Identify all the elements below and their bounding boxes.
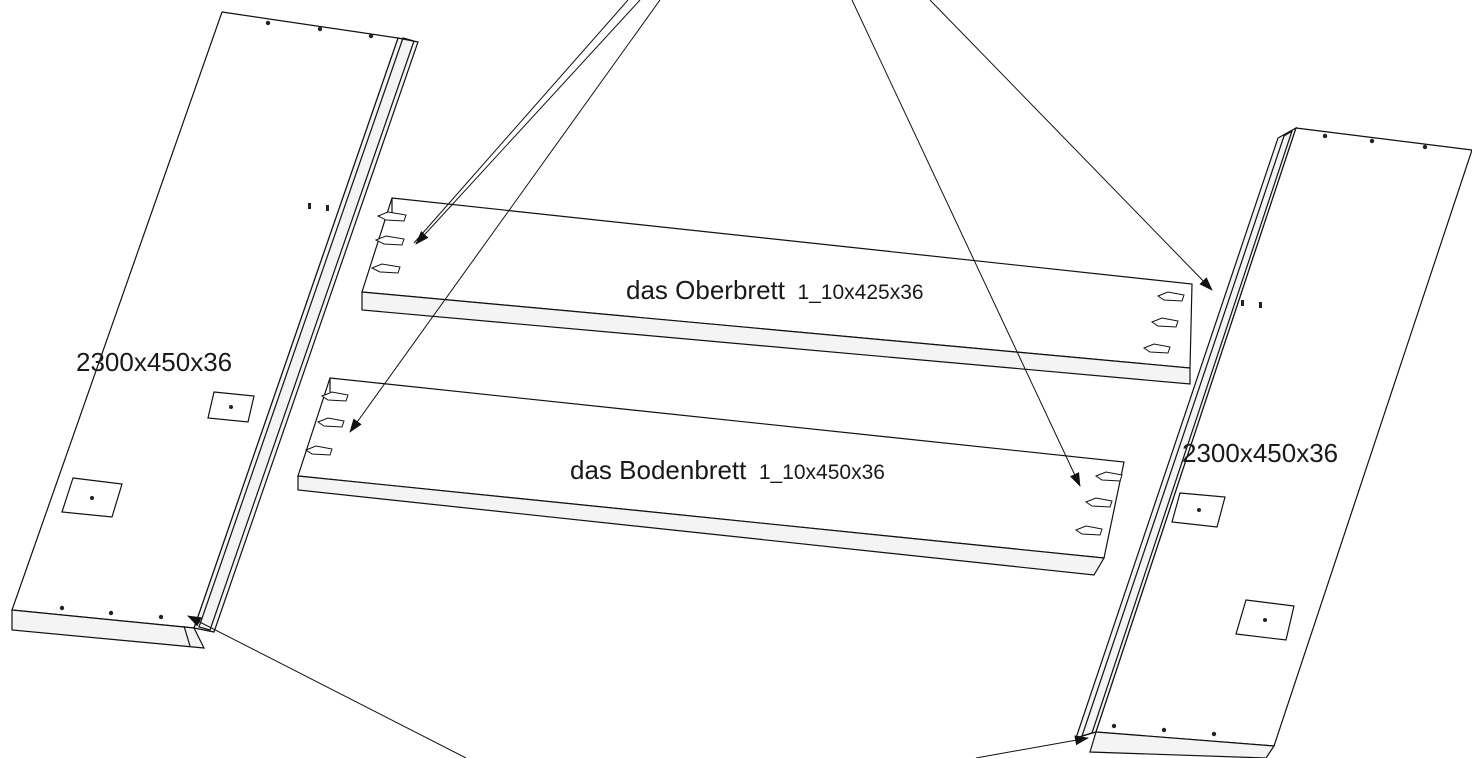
right-panel-dimension-label: 2300x450x36 [1182,438,1338,468]
right-side-panel [1075,126,1472,758]
left-panel-dimension-label: 2300x450x36 [76,347,232,377]
dowel [304,391,349,456]
left-side-panel [11,11,419,649]
dowel [1142,291,1185,354]
bottom-board-label: das Bodenbrett 1_10x450x36 [570,455,885,485]
bottom-board [297,377,1125,576]
mounting-plate [61,477,123,518]
arrow-to-right-panel-groove [975,735,1089,758]
arrow-to-top-board-left-2 [413,0,629,244]
mounting-plate [1171,492,1226,528]
top-board [361,197,1193,385]
bottom-board-dims: 1_10x450x36 [759,461,885,484]
arrow-to-bottom-board-left [349,0,661,433]
dowel [370,211,407,274]
arrow-to-left-panel-groove [187,615,467,758]
top-board-label: das Oberbrett 1_10x425x36 [626,275,924,305]
top-board-name: das Oberbrett [626,275,786,305]
bottom-board-name: das Bodenbrett [570,455,747,485]
dowel [1074,471,1123,536]
arrow-to-bottom-board-right [851,0,1081,487]
mounting-plate [207,391,255,423]
top-board-dims: 1_10x425x36 [797,281,923,304]
arrow-to-top-board-left [415,0,641,245]
mounting-plate [1235,599,1295,641]
leader-arrows [187,0,1213,758]
arrow-to-right-panel [929,0,1213,291]
